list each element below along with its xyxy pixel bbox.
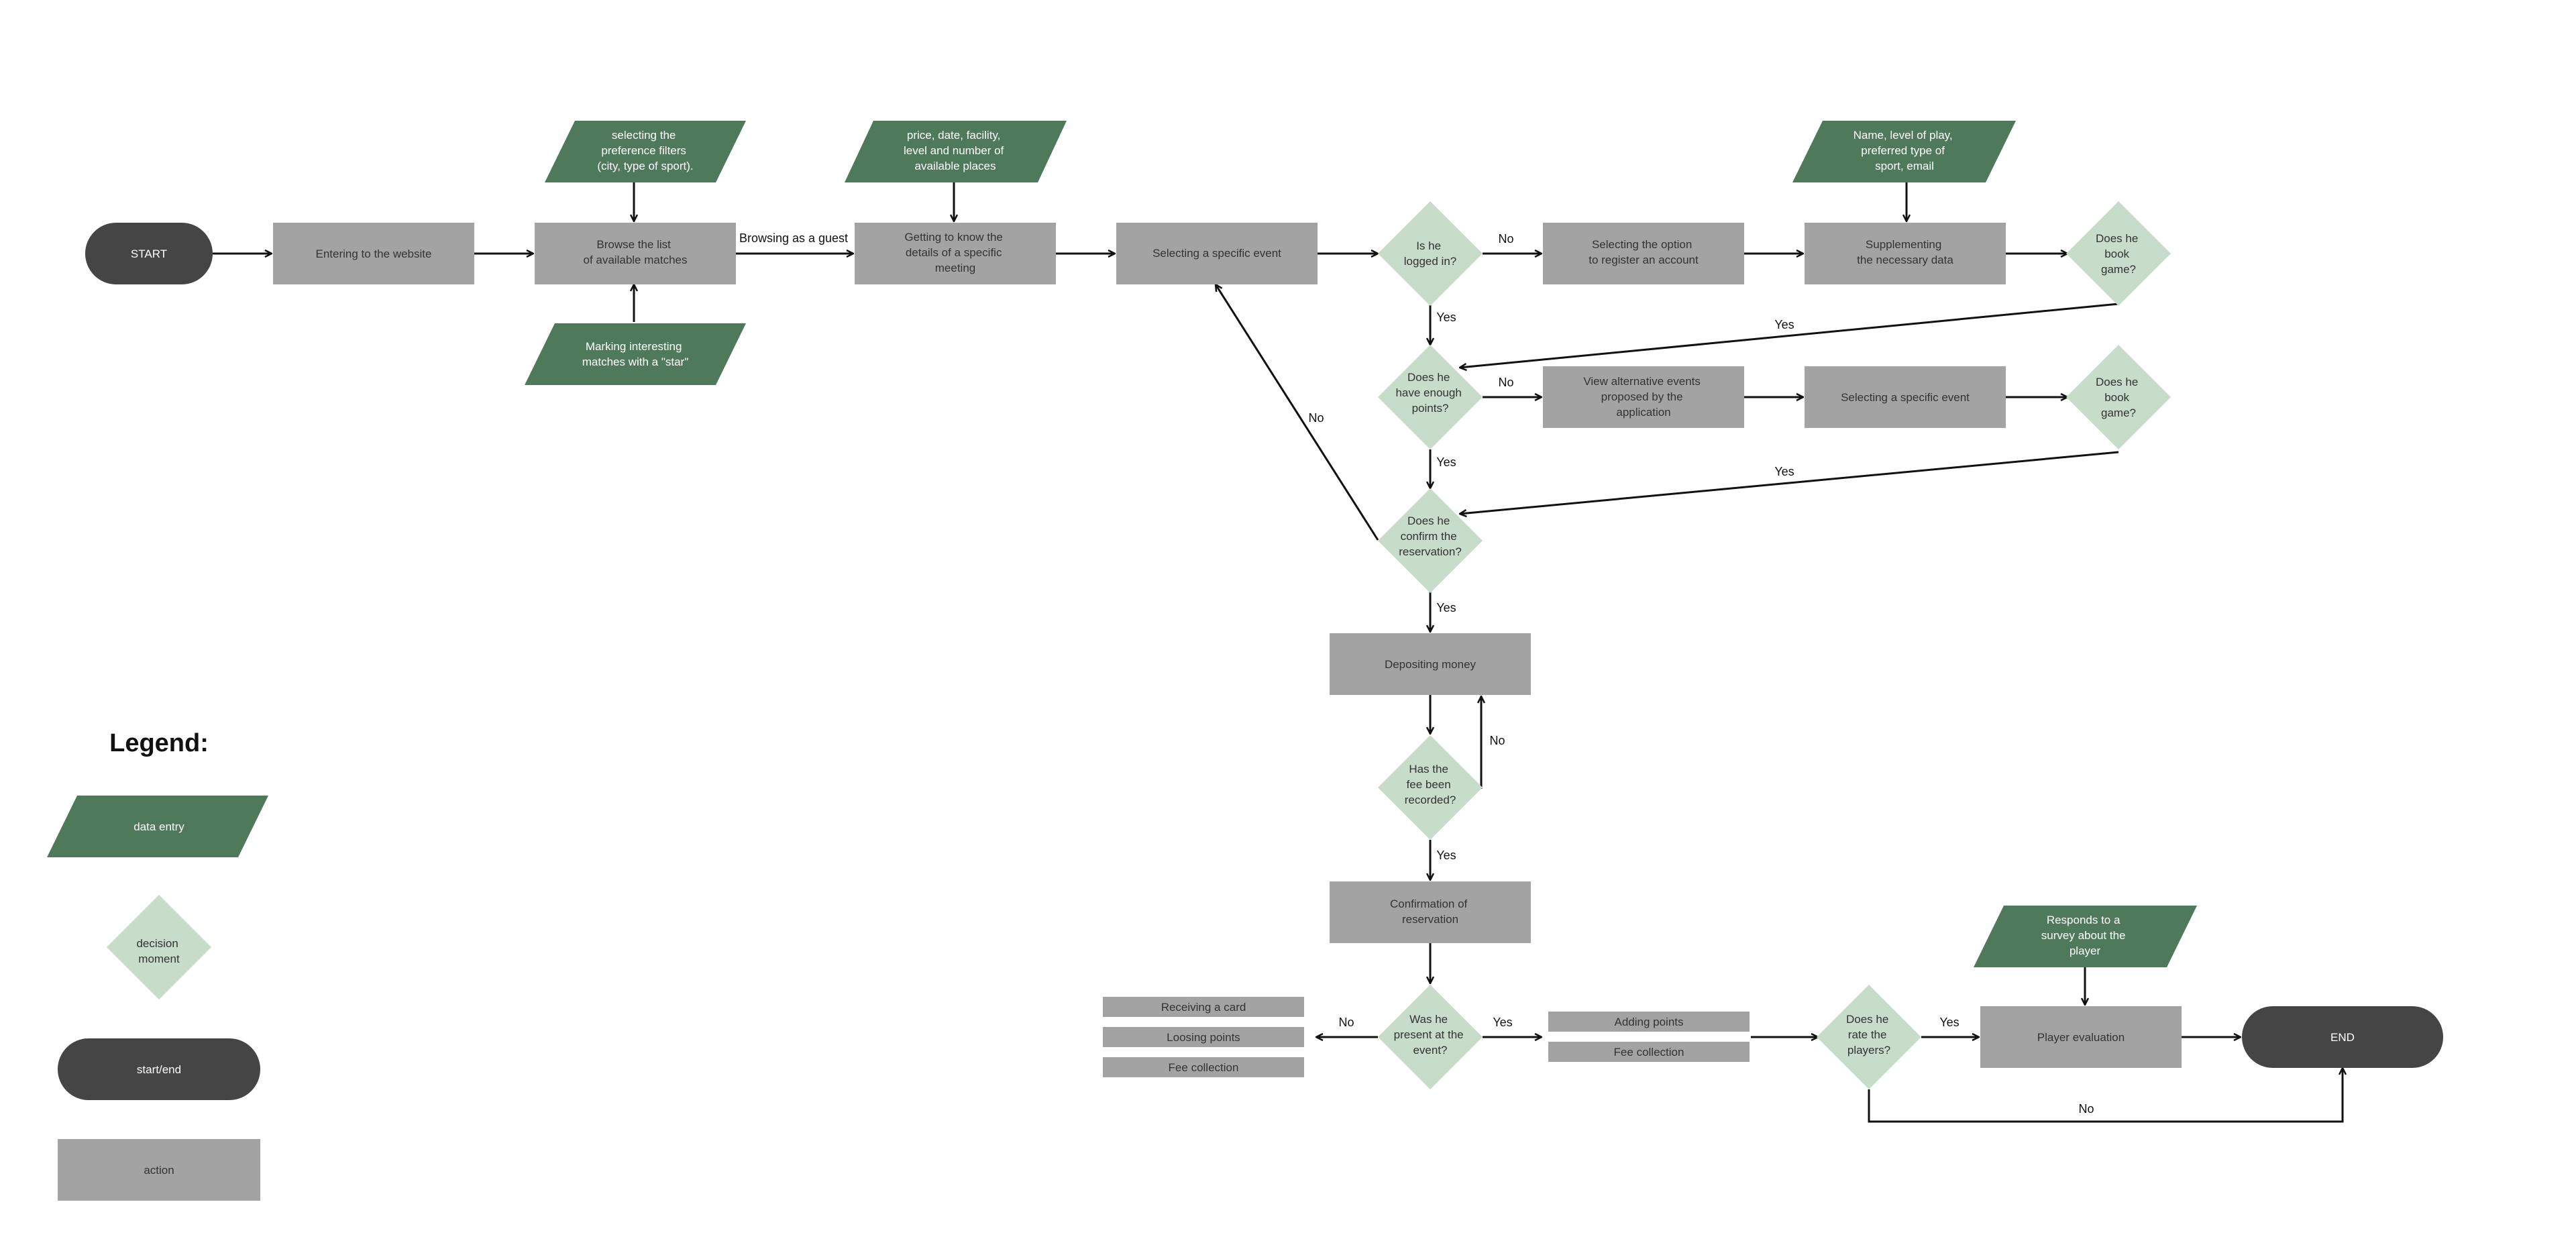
browse-matches-action[interactable]: Browse the list of available matches: [535, 223, 736, 284]
logged-in-decision[interactable]: Is he logged in?: [1378, 201, 1483, 306]
label-fee-no: No: [1489, 734, 1505, 747]
player-evaluation-action[interactable]: Player evaluation: [1980, 1006, 2182, 1068]
star-data-entry[interactable]: Marking interesting matches with a "star…: [525, 323, 746, 385]
label-present-yes: Yes: [1493, 1016, 1512, 1029]
logged-in-label: Is he logged in?: [1404, 239, 1456, 268]
rate-label: Does he rate the players?: [1846, 1013, 1892, 1057]
label-fee-yes: Yes: [1436, 849, 1456, 862]
view-alt-label: View alternative events proposed by the …: [1583, 375, 1703, 419]
confirmation-action[interactable]: Confirmation of reservation: [1330, 881, 1531, 943]
book1-label: Does he book game?: [2096, 232, 2141, 276]
legend-decision-label: decision moment: [136, 937, 181, 965]
label-book1-yes: Yes: [1774, 318, 1794, 331]
legend-decision: decision moment: [107, 895, 211, 999]
loosing-points-action[interactable]: Loosing points: [1103, 1027, 1304, 1047]
receiving-card-action[interactable]: Receiving a card: [1103, 997, 1304, 1017]
fee-collection-left-action[interactable]: Fee collection: [1103, 1057, 1304, 1077]
start-label: START: [131, 248, 167, 260]
label-confirm-no: No: [1308, 411, 1324, 425]
end-node[interactable]: END: [2242, 1006, 2443, 1068]
adding-points-label: Adding points: [1614, 1016, 1683, 1028]
entering-website-action[interactable]: Entering to the website: [273, 223, 474, 284]
edge-confirm-select: [1216, 284, 1379, 541]
select-event-label: Selecting a specific event: [1152, 247, 1281, 260]
getting-details-action[interactable]: Getting to know the details of a specifi…: [855, 223, 1056, 284]
filters-label: selecting the preference filters (city, …: [597, 129, 693, 172]
fee-collection-left-label: Fee collection: [1169, 1061, 1239, 1074]
getting-label: Getting to know the details of a specifi…: [904, 231, 1006, 274]
label-confirm-yes: Yes: [1436, 601, 1456, 614]
fee-recorded-decision[interactable]: Has the fee been recorded?: [1378, 735, 1483, 840]
confirmation-label: Confirmation of reservation: [1390, 898, 1470, 926]
enough-points-label: Does he have enough points?: [1395, 371, 1464, 415]
label-logged-no: No: [1498, 232, 1513, 246]
supplement-data-action[interactable]: Supplementing the necessary data: [1805, 223, 2006, 284]
label-points-yes: Yes: [1436, 455, 1456, 469]
book2-label: Does he book game?: [2096, 376, 2141, 419]
view-alternative-action[interactable]: View alternative events proposed by the …: [1543, 366, 1744, 428]
details-input-label: price, date, facility, level and number …: [904, 129, 1007, 172]
register-label: Selecting the option to register an acco…: [1589, 238, 1699, 266]
legend-action: action: [58, 1139, 260, 1201]
label-rate-yes: Yes: [1939, 1016, 1959, 1029]
book-game-decision-1[interactable]: Does he book game?: [2066, 201, 2171, 306]
edge-book1-points: [1460, 303, 2119, 368]
depositing-label: Depositing money: [1385, 658, 1477, 671]
reg-input-label: Name, level of play, preferred type of s…: [1854, 129, 1956, 172]
confirm-label: Does he confirm the reservation?: [1399, 515, 1462, 558]
details-data-entry[interactable]: price, date, facility, level and number …: [845, 121, 1067, 182]
survey-label: Responds to a survey about the player: [2041, 914, 2129, 957]
label-points-no: No: [1498, 376, 1513, 389]
start-node[interactable]: START: [85, 223, 213, 284]
loosing-points-label: Loosing points: [1167, 1031, 1240, 1044]
select-event-action[interactable]: Selecting a specific event: [1116, 223, 1318, 284]
present-label: Was he present at the event?: [1394, 1013, 1467, 1057]
edge-book2-confirm: [1460, 451, 2119, 514]
legend-action-label: action: [144, 1164, 174, 1177]
fee-collection-right-label: Fee collection: [1614, 1046, 1684, 1059]
present-decision[interactable]: Was he present at the event?: [1378, 985, 1483, 1089]
end-label: END: [2330, 1031, 2355, 1044]
register-account-action[interactable]: Selecting the option to register an acco…: [1543, 223, 1744, 284]
select-event2-label: Selecting a specific event: [1841, 391, 1970, 404]
legend-start-end-label: start/end: [137, 1063, 181, 1076]
fee-collection-right-action[interactable]: Fee collection: [1548, 1042, 1750, 1062]
adding-points-action[interactable]: Adding points: [1548, 1012, 1750, 1032]
receiving-card-label: Receiving a card: [1161, 1001, 1246, 1014]
label-present-no: No: [1338, 1016, 1354, 1029]
rate-players-decision[interactable]: Does he rate the players?: [1817, 985, 1921, 1089]
legend-start-end: start/end: [58, 1038, 260, 1100]
registration-data-entry[interactable]: Name, level of play, preferred type of s…: [1792, 121, 2016, 182]
legend-data-entry-label: data entry: [133, 820, 184, 833]
nodes: START Entering to the website Browse the…: [85, 121, 2443, 1089]
label-rate-no: No: [2078, 1102, 2094, 1116]
supplement-label: Supplementing the necessary data: [1857, 238, 1953, 266]
label-logged-yes: Yes: [1436, 311, 1456, 324]
browse-label: Browse the list of available matches: [584, 238, 688, 266]
star-label: Marking interesting matches with a "star…: [582, 340, 689, 368]
label-guest: Browsing as a guest: [739, 231, 848, 245]
legend-data-entry: data entry: [47, 796, 268, 857]
select-event-action-2[interactable]: Selecting a specific event: [1805, 366, 2006, 428]
legend: Legend: data entry decision moment start…: [47, 729, 268, 1201]
filters-data-entry[interactable]: selecting the preference filters (city, …: [545, 121, 746, 182]
edge-labels: Browsing as a guest No Yes Yes No Yes Ye…: [739, 231, 2094, 1116]
label-book2-yes: Yes: [1774, 465, 1794, 478]
legend-title: Legend:: [109, 729, 209, 757]
edges: [213, 182, 2343, 1123]
entering-label: Entering to the website: [316, 248, 432, 260]
edge-rate-end: [1868, 1068, 2343, 1123]
survey-data-entry[interactable]: Responds to a survey about the player: [1974, 906, 2197, 967]
depositing-money-action[interactable]: Depositing money: [1330, 633, 1531, 695]
enough-points-decision[interactable]: Does he have enough points?: [1378, 345, 1483, 449]
confirm-reservation-decision[interactable]: Does he confirm the reservation?: [1378, 488, 1483, 593]
fee-recorded-label: Has the fee been recorded?: [1405, 763, 1456, 806]
evaluation-label: Player evaluation: [2037, 1031, 2125, 1044]
book-game-decision-2[interactable]: Does he book game?: [2066, 345, 2171, 449]
